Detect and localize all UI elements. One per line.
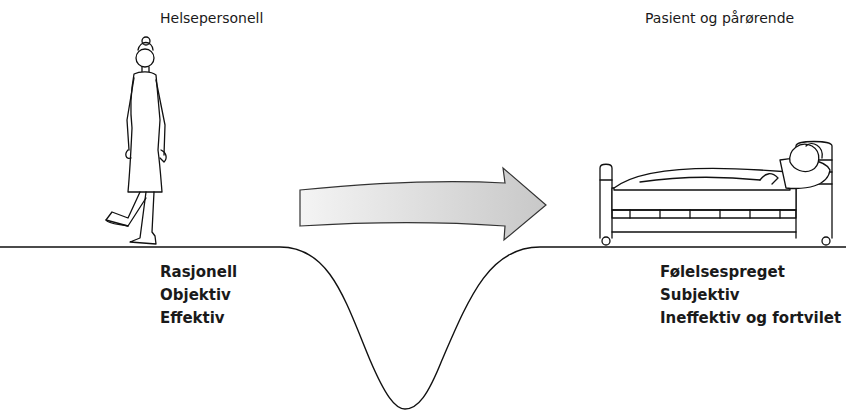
trait-label: Ineffektiv og fortvilet: [660, 309, 841, 327]
ground-gap: [0, 247, 846, 409]
trait-label: Subjektiv: [660, 286, 740, 304]
trait-label: Objektiv: [160, 286, 231, 304]
group-heading: Helsepersonell: [160, 10, 263, 26]
patient-bed: [600, 142, 832, 246]
trait-label: Følelsespreget: [660, 263, 785, 281]
trait-label: Rasjonell: [160, 263, 237, 281]
health-worker-figure: [106, 37, 166, 244]
block-arrow: [300, 168, 546, 240]
group-heading: Pasient og pårørende: [645, 10, 794, 26]
trait-label: Effektiv: [160, 309, 225, 327]
